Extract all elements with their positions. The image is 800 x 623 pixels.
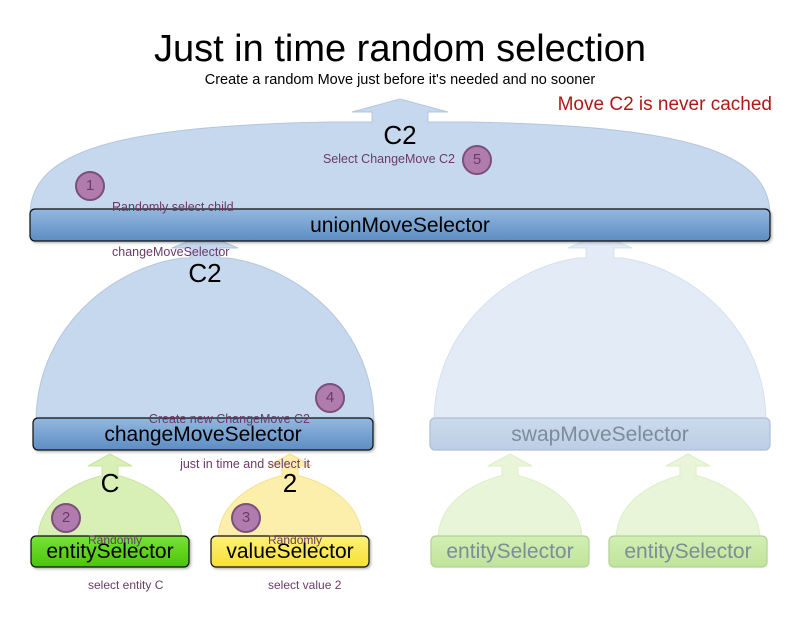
step-5-text: Select ChangeMove C2	[322, 152, 455, 166]
diagram-graphics	[29, 98, 771, 568]
step-1-text: Randomly select child changeMoveSelector	[112, 170, 312, 290]
page-title: Just in time random selection	[153, 28, 647, 70]
node-entity-selector-c	[30, 535, 190, 568]
node-value-selector-2	[210, 535, 370, 568]
funnel-swap-entity-a	[437, 453, 583, 541]
edge-tag-union-c2: C2	[383, 120, 417, 150]
node-entity-c-label[interactable]: entitySelector	[46, 540, 174, 563]
step-badge-2-circle	[51, 503, 81, 533]
step-4-line1: Create new ChangeMove C2	[148, 412, 310, 426]
step-3-number: 3	[241, 509, 251, 526]
node-swap-move-selector	[429, 417, 771, 451]
step-3-line2: select value 2	[268, 578, 342, 592]
edge-tag-entity-c: C	[100, 468, 120, 498]
step-badge-5-circle	[462, 145, 492, 175]
edge-tag-change-c2: C2	[188, 258, 222, 288]
funnel-union	[29, 98, 771, 216]
step-1-number: 1	[85, 177, 95, 194]
step-4-line2: just in time and select it	[180, 457, 310, 471]
node-union-move-selector	[29, 208, 771, 242]
edge-tag-value-2: 2	[282, 468, 298, 498]
node-swap-label[interactable]: swapMoveSelector	[511, 423, 689, 446]
step-4-text: Create new ChangeMove C2 just in time an…	[110, 382, 310, 502]
node-union-label[interactable]: unionMoveSelector	[310, 214, 490, 237]
page-subtitle: Create a random Move just before it's ne…	[204, 72, 596, 88]
step-4-number: 4	[325, 389, 335, 406]
node-swap-entity-a-label[interactable]: entitySelector	[446, 540, 574, 563]
step-2-line1: Randomly	[88, 533, 143, 547]
step-badge-1-circle	[75, 171, 105, 201]
step-1-line1: Randomly select child	[112, 200, 234, 214]
funnel-swap	[433, 233, 767, 423]
node-swap-entity-selector-b	[608, 535, 768, 568]
node-value-2-label[interactable]: valueSelector	[226, 540, 354, 563]
diagram-canvas: Just in time random selection Create a r…	[29, 28, 772, 592]
step-2-number: 2	[61, 509, 71, 526]
node-change-move-selector	[32, 417, 374, 451]
funnel-swap-entity-b	[615, 453, 761, 541]
step-3-line1: Randomly	[268, 533, 323, 547]
step-2-line2: select entity C	[88, 578, 164, 592]
step-3-text: Randomly select value 2	[268, 503, 378, 623]
step-2-text: Randomly select entity C	[88, 503, 198, 623]
node-swap-entity-selector-a	[430, 535, 590, 568]
step-badge-4-circle	[315, 383, 345, 413]
step-5-number: 5	[472, 151, 482, 168]
node-swap-entity-b-label[interactable]: entitySelector	[624, 540, 752, 563]
never-cached-annotation: Move C2 is never cached	[557, 94, 772, 115]
step-badge-3-circle	[231, 503, 261, 533]
step-1-line2: changeMoveSelector	[112, 245, 230, 259]
node-change-label[interactable]: changeMoveSelector	[104, 423, 302, 446]
